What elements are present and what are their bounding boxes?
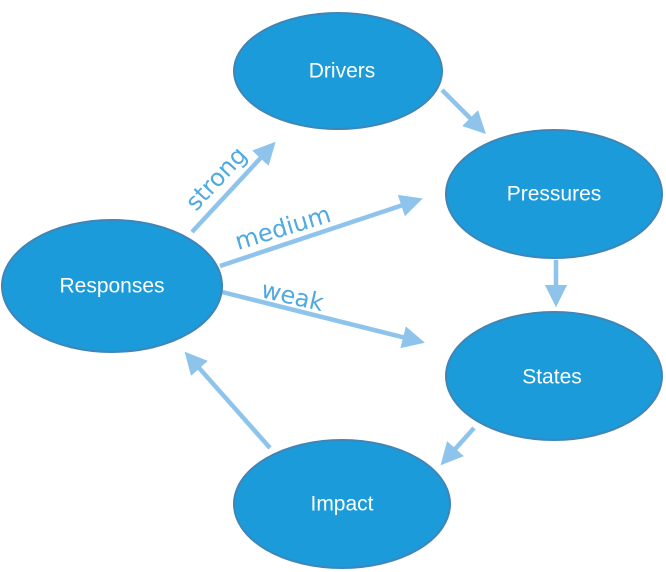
edges <box>184 88 568 466</box>
node-states: States <box>445 311 663 441</box>
node-pressures: Pressures <box>445 129 663 259</box>
node-impact: Impact <box>233 439 451 569</box>
node-drivers: Drivers <box>233 12 443 130</box>
arrow-responses-to-pressures <box>219 194 423 269</box>
node-label-impact: Impact <box>310 493 373 516</box>
arrow-states-to-impact <box>440 426 476 466</box>
node-label-drivers: Drivers <box>309 60 376 83</box>
arrow-responses-to-drivers <box>190 141 276 234</box>
arrow-responses-to-states <box>221 289 425 349</box>
node-responses: Responses <box>1 219 223 353</box>
arrow-impact-to-responses <box>184 351 272 450</box>
node-label-states: States <box>522 366 582 389</box>
node-label-pressures: Pressures <box>507 183 602 206</box>
node-label-responses: Responses <box>59 275 164 298</box>
arrow-drivers-to-pressures <box>440 88 486 134</box>
